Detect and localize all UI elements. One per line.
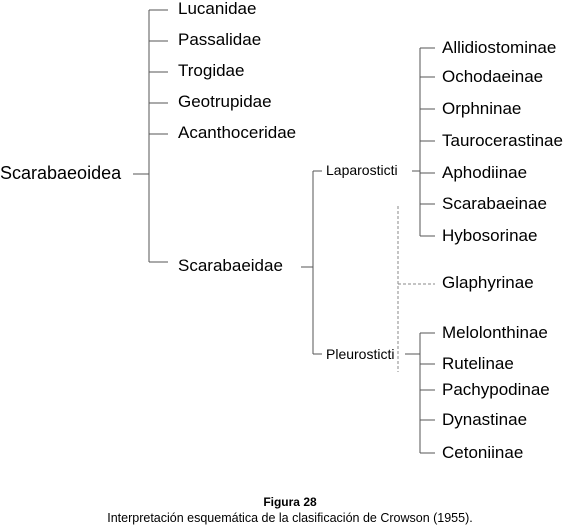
subfamily-label-rutelinae: Rutelinae <box>442 354 514 373</box>
group-label-pleurosticti: Pleurosticti <box>326 346 395 362</box>
subfamily-label-melolonthinae: Melolonthinae <box>442 323 548 342</box>
subfamily-label-pachypodinae: Pachypodinae <box>442 380 550 399</box>
group-label-laparosticti: Laparosticti <box>326 162 398 178</box>
subfamily-label-ochodaeinae: Ochodaeinae <box>442 67 544 86</box>
figure-number: Figura 28 <box>263 495 317 509</box>
subfamily-label-glaphyrinae: Glaphyrinae <box>442 273 534 292</box>
subfamily-label-scarabaeinae: Scarabaeinae <box>442 194 547 213</box>
subfamily-label-hybosorinae: Hybosorinae <box>442 226 538 245</box>
root-label: Scarabaeoidea <box>0 163 122 183</box>
family-label-geotrupidae: Geotrupidae <box>178 92 272 111</box>
family-label-passalidae: Passalidae <box>178 30 262 49</box>
subfamily-label-orphninae: Orphninae <box>442 99 522 118</box>
family-label-scarabaeidae: Scarabaeidae <box>178 256 283 275</box>
subfamily-label-aphodiinae: Aphodiinae <box>442 163 528 182</box>
family-label-lucanidae: Lucanidae <box>178 0 257 18</box>
subfamily-label-allidiostominae: Allidiostominae <box>442 38 557 57</box>
family-label-trogidae: Trogidae <box>178 61 245 80</box>
family-label-acanthoceridae: Acanthoceridae <box>178 123 297 142</box>
subfamily-label-cetoniinae: Cetoniinae <box>442 443 524 462</box>
subfamily-label-taurocerastinae: Taurocerastinae <box>442 131 563 150</box>
subfamily-label-dynastinae: Dynastinae <box>442 410 528 429</box>
figure-caption: Interpretación esquemática de la clasifi… <box>107 511 473 525</box>
